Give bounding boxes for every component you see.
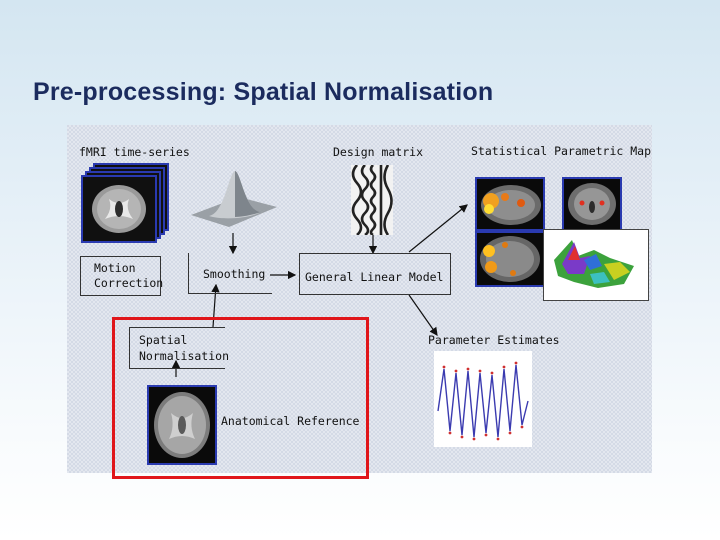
smoothing-label: Smoothing [203,267,266,281]
diagram-connectors [171,204,468,377]
glm-label: General Linear Model [305,270,444,284]
parameter-estimates-plot [434,351,532,447]
design-matrix-label: Design matrix [333,145,424,159]
spm-coronal-image [562,177,622,231]
normalisation-label: Normalisation [139,349,230,363]
slide-title: Pre-processing: Spatial Normalisation [33,78,494,106]
spm-axial-image [475,231,545,287]
fmri-time-series-label: fMRI time-series [79,145,190,159]
fmri-brain-slice [81,175,157,243]
spatial-normalisation-highlight [112,317,369,479]
parameter-estimates-label: Parameter Estimates [428,333,560,347]
spatial-label: Spatial [139,333,188,347]
spm-label: Statistical Parametric Map [471,144,652,158]
motion-label: Motion [94,261,136,275]
spatial-normalisation-box [129,327,225,369]
anatomical-reference-image [147,385,217,465]
anatomical-reference-label: Anatomical Reference [221,414,360,428]
spm-surface-plot [543,229,649,301]
spm-pipeline-diagram: fMRI time-series Design matrix Statistic… [67,125,652,473]
motion-correction-box [80,256,161,296]
glm-box [299,253,451,295]
design-matrix-image [351,165,393,235]
spm-sagittal-image [475,177,545,231]
smoothing-kernel-graphic [191,171,277,227]
smoothing-box [188,253,272,294]
correction-label: Correction [94,276,164,290]
